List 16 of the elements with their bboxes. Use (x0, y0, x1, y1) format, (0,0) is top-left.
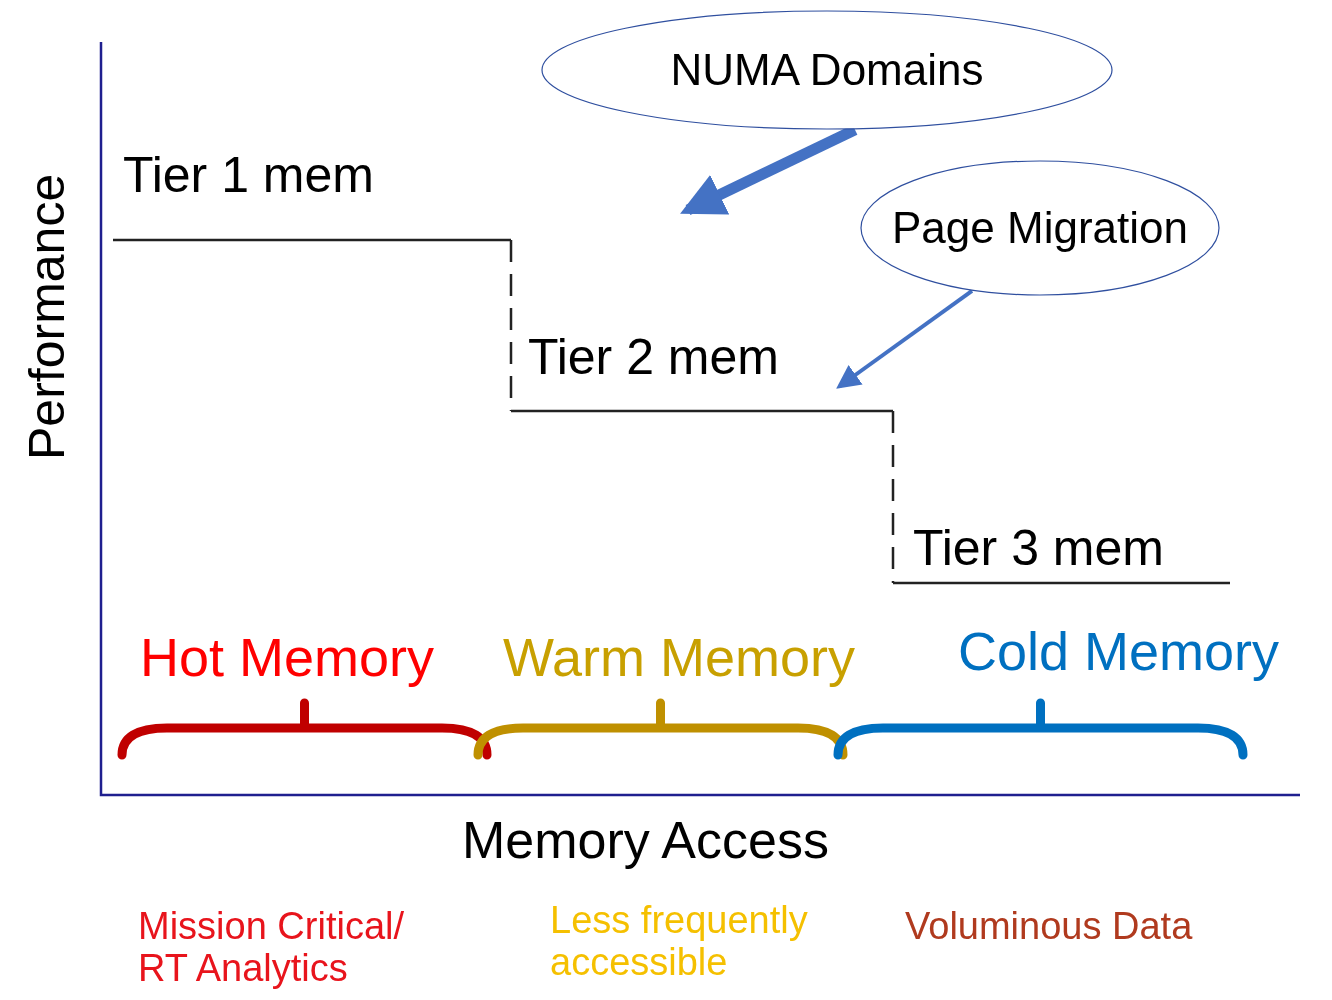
description-text: Less frequently accessible (550, 900, 809, 984)
memory-category-label: Hot Memory (140, 628, 435, 688)
callout-text: Page Migration (891, 203, 1189, 253)
memory-category-label: Warm Memory (503, 628, 855, 688)
description-text: Mission Critical/ RT Analytics (138, 906, 406, 990)
description-text: Voluminous Data (905, 906, 1193, 948)
ellipse-callout (860, 160, 1220, 296)
memory-category-label: Cold Memory (958, 622, 1280, 682)
axis-title: Memory Access (462, 812, 829, 870)
tier-label: Tier 3 mem (913, 521, 1164, 576)
ellipse-callout (541, 10, 1113, 130)
callout-text: NUMA Domains (669, 45, 985, 95)
arrow (836, 289, 974, 389)
axis-title: Performance (20, 173, 75, 460)
tier-label: Tier 1 mem (123, 148, 374, 203)
tier-label: Tier 2 mem (528, 330, 779, 385)
